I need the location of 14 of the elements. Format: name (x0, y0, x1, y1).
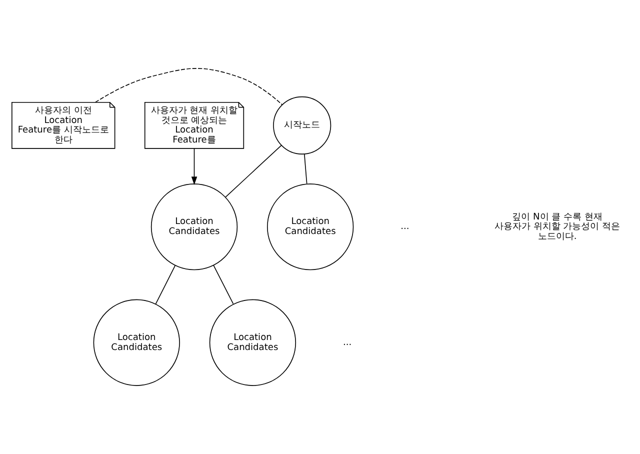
connector (304, 154, 308, 184)
label: 깊이 N이 클 수록 현재 사용자가 위치할 가능성이 적은 노드이다. (494, 212, 620, 242)
node-circle: 시작노드 (273, 96, 332, 154)
node-circle: Location Candidates (93, 299, 180, 386)
arrow (191, 148, 198, 185)
node-circle: Location Candidates (209, 299, 296, 386)
connector (213, 264, 234, 304)
connector (94, 68, 283, 106)
label: ... (400, 222, 410, 232)
connector (155, 265, 176, 304)
label: ... (343, 338, 352, 348)
connector (225, 145, 282, 198)
node-circle: Location Candidates (150, 184, 238, 270)
node-circle: Location Candidates (266, 184, 354, 270)
